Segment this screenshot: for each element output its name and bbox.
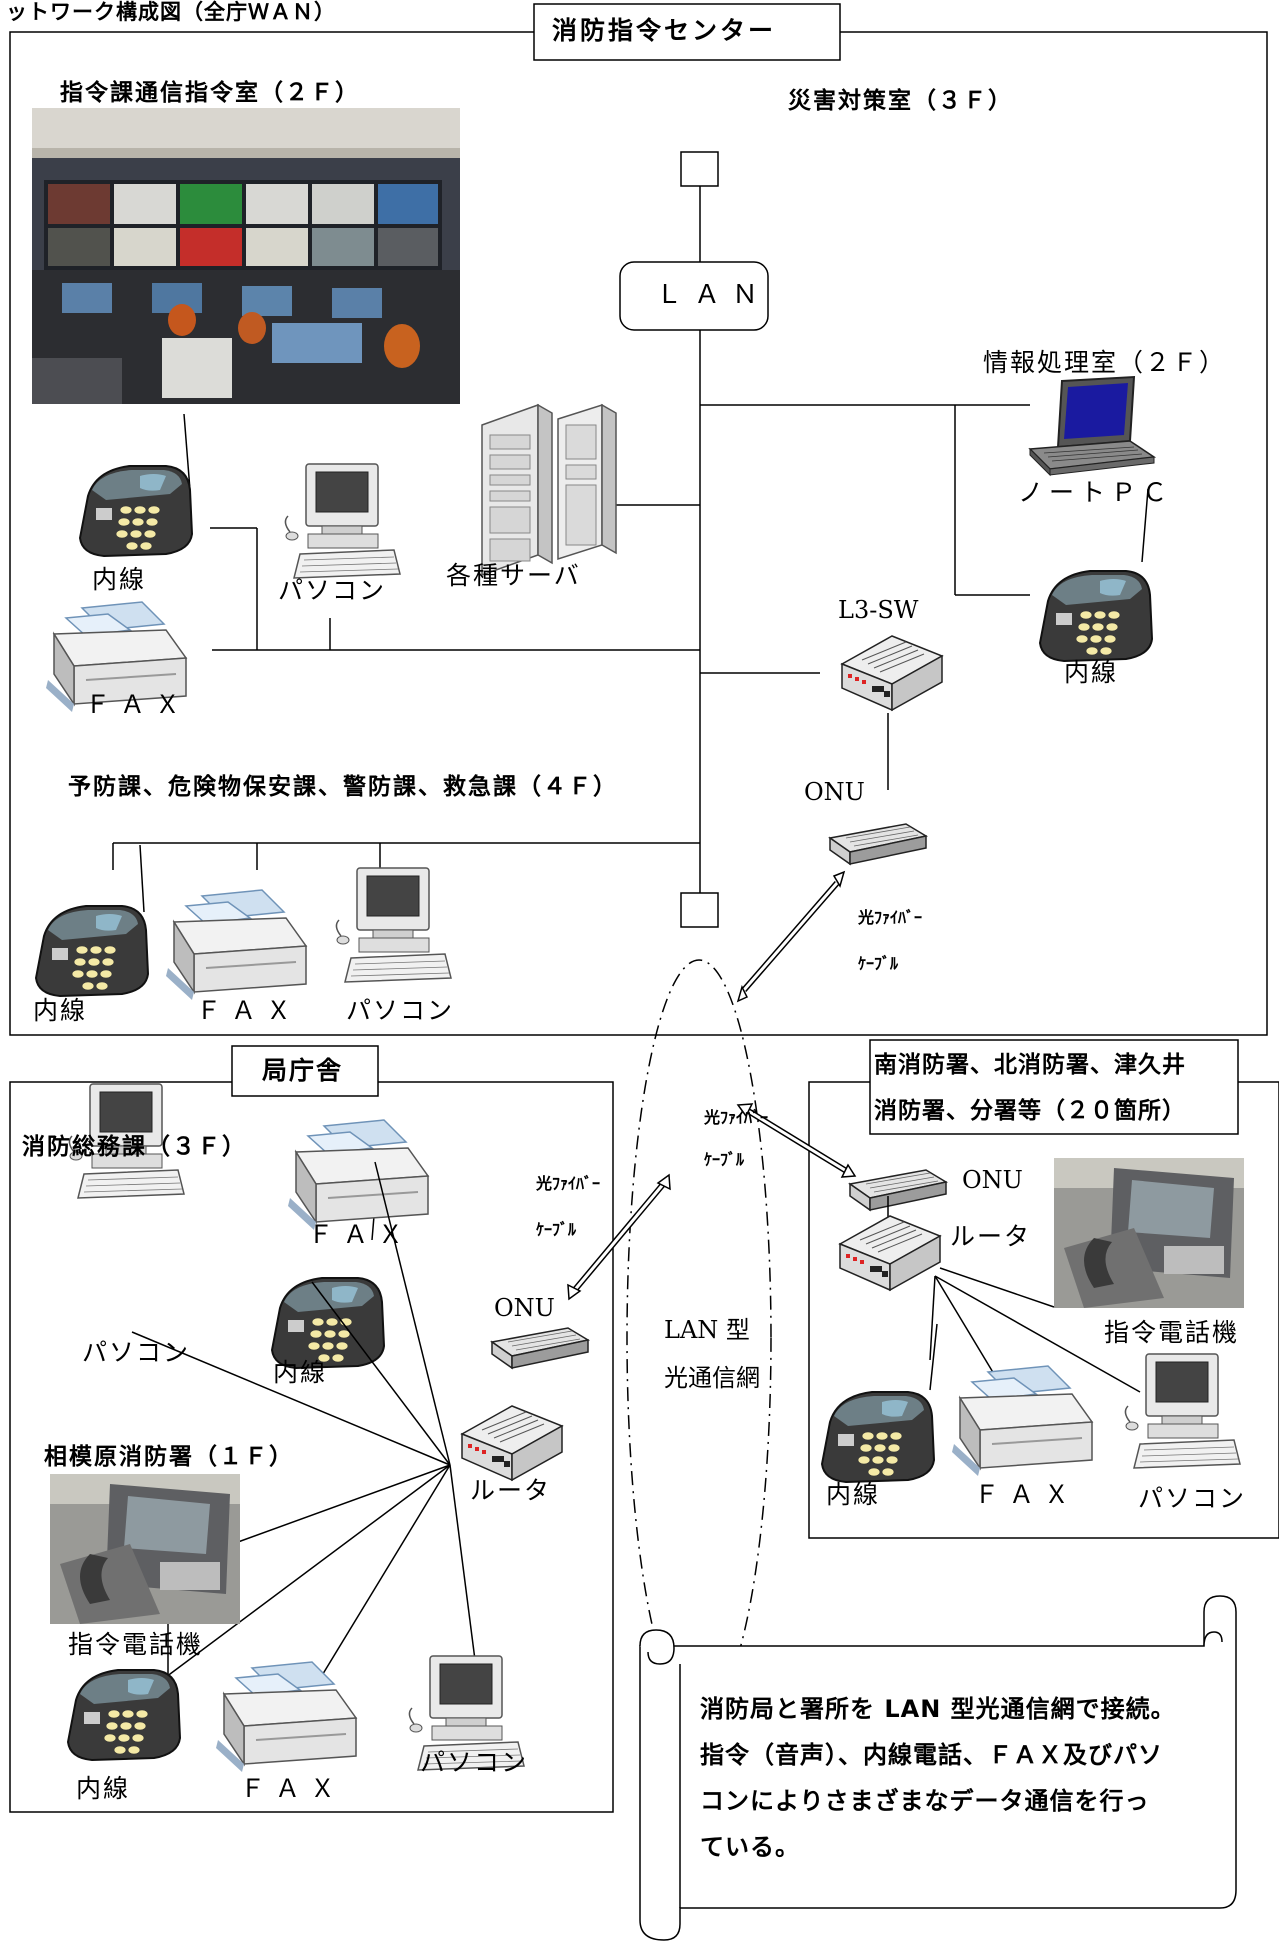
phone-icon-4f <box>35 905 149 997</box>
fiber-label-3a: 光ﾌｧｲﾊﾞｰ <box>536 1174 601 1193</box>
fax-icon-4f <box>165 889 307 1001</box>
note-line-1: 消防局と署所を LAN 型光通信網で接続。 <box>700 1695 1176 1723</box>
naisen-label-4f: 内線 <box>33 996 88 1025</box>
onu-label-branch: ONU <box>962 1166 1023 1194</box>
pc-label-2f: パソコン <box>278 576 387 605</box>
fiber-arrows <box>567 870 857 1301</box>
note-scroll <box>639 1595 1237 1941</box>
fax-label-2f: ＦＡＸ <box>85 690 191 719</box>
pc-icon-4f <box>335 867 452 983</box>
lan-type-label-2: 光通信網 <box>664 1364 760 1392</box>
fax-label-4f: ＦＡＸ <box>196 996 302 1025</box>
center-title: 消防指令センター <box>552 16 777 45</box>
cmd-phone-label-hq: 指令電話機 <box>68 1630 204 1659</box>
fiber-label-2a: 光ﾌｧｲﾊﾞｰ <box>704 1108 769 1127</box>
lan-label: ＬＡＮ <box>656 280 771 310</box>
top-terminator <box>680 151 719 187</box>
branch-title-1: 南消防署、北消防署、津久井 <box>874 1052 1186 1078</box>
pc-label-4f: パソコン <box>346 996 455 1025</box>
pc-label-branch: パソコン <box>1138 1484 1247 1513</box>
hq-title-box <box>231 1045 379 1097</box>
phone-icon-branch <box>821 1391 935 1483</box>
fax-icon-hq <box>287 1119 429 1231</box>
pc-icon-branch <box>1124 1353 1241 1469</box>
note-text: 消防局と署所を LAN 型光通信網で接続。 指令（音声）、内線電話、ＦＡＸ及びパ… <box>700 1686 1225 1870</box>
room-2f-label: 指令課通信指令室（２Ｆ） <box>60 80 360 106</box>
l3sw-icon <box>841 635 943 711</box>
sagami-label: 相模原消防署（１Ｆ） <box>44 1444 294 1470</box>
fax-icon-branch <box>951 1365 1093 1477</box>
servers-label: 各種サーバ <box>446 561 581 590</box>
router-label-branch: ルータ <box>950 1222 1032 1251</box>
fiber-label-3b: ｹｰﾌﾞﾙ <box>536 1220 577 1239</box>
phone-icon-2f <box>79 465 193 557</box>
hq-star-lines <box>131 1161 476 1683</box>
center-lines <box>112 151 1030 928</box>
lan-type-label-1: LAN 型 <box>664 1316 750 1344</box>
branch-title-box <box>869 1039 1239 1135</box>
server-icon <box>481 404 617 576</box>
diagram-title: ットワーク構成図（全庁ＷＡＮ） <box>6 0 336 24</box>
room-3f-label: 災害対策室（３Ｆ） <box>788 88 1013 114</box>
info-room-label: 情報処理室（２Ｆ） <box>983 348 1227 377</box>
naisen-label-2f: 内線 <box>92 565 147 594</box>
cmd-phone-icon-hq <box>50 1474 240 1624</box>
router-icon-hq <box>461 1405 563 1481</box>
branch-title-2: 消防署、分署等（２０箇所） <box>874 1098 1186 1124</box>
control-room-photo <box>32 108 460 404</box>
pc-label-hq: パソコン <box>82 1338 191 1367</box>
soumu-label: 消防総務課（３Ｆ） <box>22 1134 247 1160</box>
router-icon-branch <box>839 1215 941 1291</box>
note-line-2: 指令（音声）、内線電話、ＦＡＸ及びパソ <box>700 1741 1163 1769</box>
note-line-3: コンによりさまざまなデータ通信を行っ <box>700 1787 1150 1815</box>
notepc-label: ノートＰＣ <box>1018 478 1174 507</box>
phone-icon-sagami <box>67 1669 181 1761</box>
phone-icon-info <box>1039 570 1153 662</box>
onu-label-center: ONU <box>804 778 865 806</box>
fax-label-branch: ＦＡＸ <box>974 1480 1080 1509</box>
onu-icon-hq <box>491 1327 589 1369</box>
fax-label-sagami: ＦＡＸ <box>240 1774 346 1803</box>
onu-icon-branch <box>849 1169 947 1211</box>
naisen-label-branch: 内線 <box>826 1480 881 1509</box>
fiber-label-1a: 光ﾌｧｲﾊﾞｰ <box>858 908 923 927</box>
note-line-4: ている。 <box>700 1833 800 1861</box>
fiber-label-1b: ｹｰﾌﾞﾙ <box>858 954 899 973</box>
hq-title: 局庁舎 <box>262 1056 344 1085</box>
onu-label-hq: ONU <box>494 1294 555 1322</box>
naisen-label-hq: 内線 <box>273 1358 328 1387</box>
l3sw-label: L3-SW <box>838 596 919 624</box>
fiber-label-2b: ｹｰﾌﾞﾙ <box>704 1150 745 1169</box>
router-label-hq: ルータ <box>470 1476 552 1505</box>
center-title-box <box>533 3 841 61</box>
lan-box <box>619 261 769 331</box>
onu-icon-center <box>829 823 927 865</box>
laptop-icon <box>1029 376 1155 476</box>
branch-lines <box>929 1267 1141 1393</box>
naisen-label-sagami: 内線 <box>76 1774 131 1803</box>
fax-label-hq: ＦＡＸ <box>308 1220 414 1249</box>
cmd-phone-label-branch: 指令電話機 <box>1104 1318 1240 1347</box>
fax-icon-sagami <box>215 1661 357 1773</box>
cmd-phone-icon-branch <box>1054 1158 1244 1308</box>
room-4f-label: 予防課、危険物保安課、警防課、救急課（４Ｆ） <box>68 774 618 800</box>
naisen-label-info: 内線 <box>1064 658 1119 687</box>
pc-label-sagami: パソコン <box>420 1748 529 1777</box>
bottom-terminator <box>680 892 719 928</box>
pc-icon-2f <box>284 463 401 579</box>
